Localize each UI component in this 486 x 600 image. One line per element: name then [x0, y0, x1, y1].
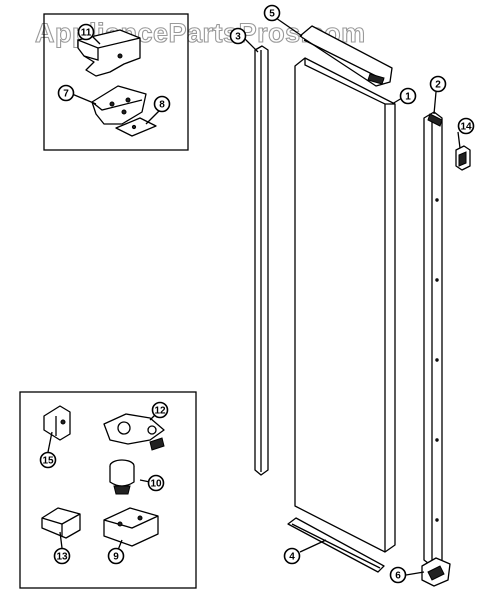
svg-text:6: 6: [395, 571, 401, 582]
callout-2: 2: [429, 75, 447, 93]
callout-4: 4: [283, 547, 301, 565]
svg-text:10: 10: [150, 479, 162, 490]
callout-5: 5: [263, 4, 281, 22]
inset-box-top: [43, 13, 189, 151]
callout-1: 1: [399, 87, 417, 105]
part-hinge-plate: [91, 85, 147, 125]
part-lower-plate: [103, 507, 159, 547]
callout-3: 3: [229, 27, 247, 45]
part-bottom-trim: [287, 517, 385, 573]
callout-6: 6: [389, 566, 407, 584]
part-door-side-trim: [423, 111, 443, 567]
part-shim: [115, 117, 157, 137]
part-lower-bracket: [41, 507, 81, 539]
part-door-gasket-strip: [254, 45, 269, 476]
callout-13: 13: [53, 547, 71, 565]
svg-text:5: 5: [269, 9, 275, 20]
callout-7: 7: [57, 84, 75, 102]
part-end-cap: [421, 557, 451, 587]
svg-text:4: 4: [289, 552, 295, 563]
callout-14: 14: [457, 117, 475, 135]
callout-8: 8: [153, 95, 171, 113]
part-bracket: [43, 405, 71, 441]
leader-lines: [47, 17, 461, 576]
svg-text:2: 2: [435, 80, 441, 91]
inset-box-bottom: [19, 391, 197, 589]
callout-12: 12: [151, 401, 169, 419]
svg-text:7: 7: [63, 89, 69, 100]
svg-text:8: 8: [159, 100, 165, 111]
svg-text:1: 1: [405, 92, 411, 103]
callout-10: 10: [147, 474, 165, 492]
part-top-hinge-cover: [77, 29, 141, 77]
callout-11: 11: [77, 23, 95, 41]
svg-text:9: 9: [113, 552, 119, 563]
svg-text:12: 12: [154, 406, 166, 417]
part-top-trim: [299, 25, 393, 87]
svg-text:13: 13: [56, 552, 68, 563]
part-pivot: [109, 459, 135, 495]
part-hinge: [103, 413, 165, 451]
svg-text:14: 14: [460, 122, 472, 133]
svg-text:15: 15: [42, 456, 54, 467]
callout-15: 15: [39, 451, 57, 469]
callout-9: 9: [107, 547, 125, 565]
part-clip: [455, 145, 471, 171]
svg-text:3: 3: [235, 32, 241, 43]
part-door-panel: [294, 57, 396, 553]
svg-text:11: 11: [81, 28, 92, 39]
